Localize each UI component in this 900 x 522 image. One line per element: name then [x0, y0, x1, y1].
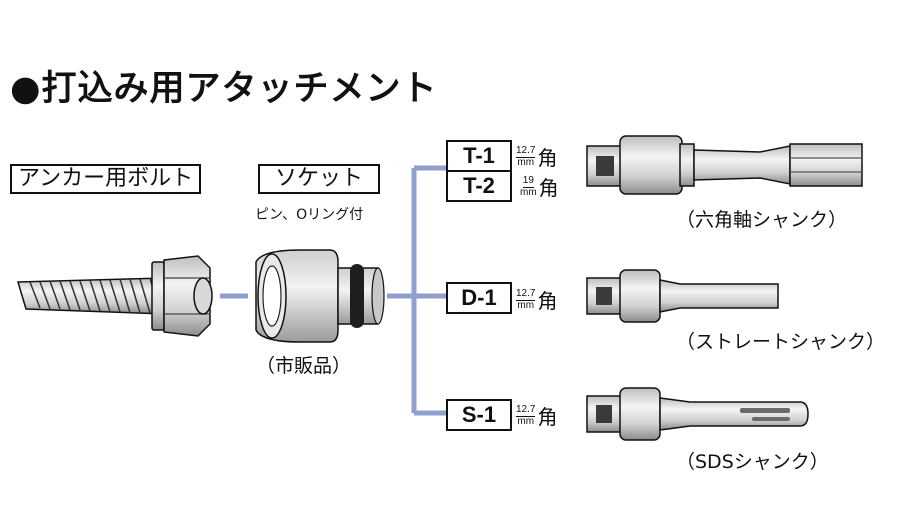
- spec-s1-size: 12.7: [516, 403, 536, 417]
- straight-shank-attachment: [586, 269, 779, 323]
- socket-illustration: [255, 249, 385, 343]
- code-s1: S-1: [446, 399, 512, 431]
- spec-t1-size: 12.7: [516, 144, 536, 158]
- straight-shank-caption: （ストレートシャンク）: [676, 331, 886, 353]
- spec-t2-unit: mm: [520, 186, 537, 198]
- anchor-bolt-label: アンカー用ボルト: [10, 164, 202, 194]
- socket-note: ピン、Oリング付: [255, 207, 364, 223]
- sds-shank-caption: （SDSシャンク）: [676, 451, 829, 473]
- code-t1: T-1: [446, 140, 512, 172]
- connector-lines: [220, 165, 446, 416]
- spec-t1-suffix: 角: [537, 146, 558, 170]
- socket-label: ソケット: [258, 164, 380, 194]
- socket-caption: （市販品）: [256, 355, 352, 377]
- page-title: ●打込み用アタッチメント: [10, 69, 438, 109]
- spec-t1-unit: mm: [517, 156, 535, 168]
- spec-d1-unit: mm: [517, 299, 535, 311]
- anchor-bolt-illustration: [17, 255, 213, 337]
- code-t2: T-2: [446, 170, 512, 202]
- spec-d1-size: 12.7: [516, 287, 536, 301]
- hex-shank-caption: （六角軸シャンク）: [676, 209, 848, 231]
- spec-s1-suffix: 角: [537, 405, 558, 429]
- hex-shank-attachment: [586, 135, 863, 195]
- sds-shank-attachment: [586, 387, 809, 441]
- spec-d1-suffix: 角: [537, 289, 558, 313]
- spec-t2-size: 19: [522, 174, 534, 188]
- spec-t2-suffix: 角: [538, 176, 559, 200]
- code-d1: D-1: [446, 282, 512, 314]
- spec-s1-unit: mm: [517, 415, 535, 427]
